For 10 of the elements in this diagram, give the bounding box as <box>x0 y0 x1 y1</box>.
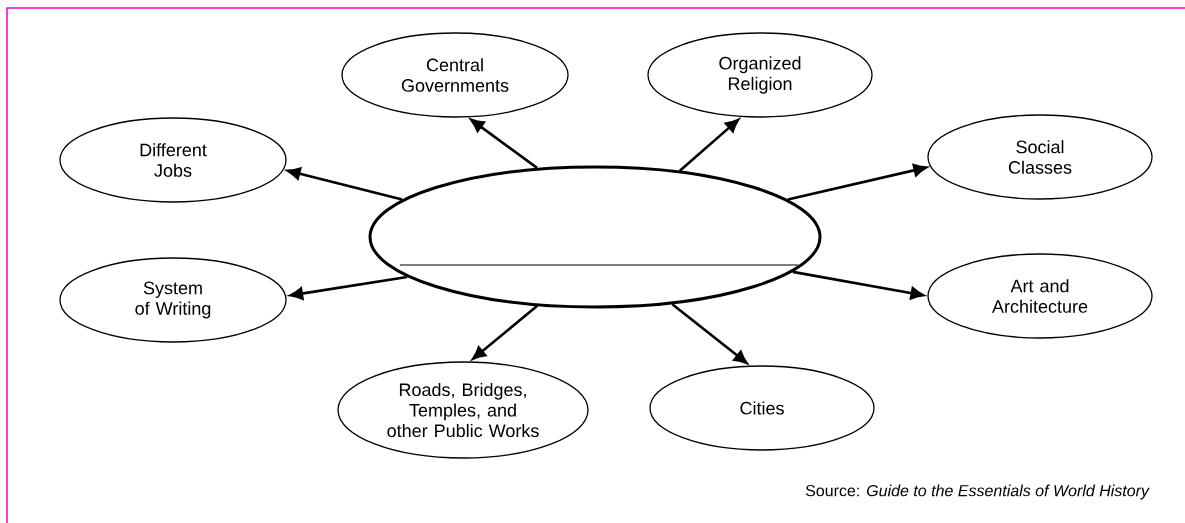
arrow <box>286 167 403 201</box>
arrow <box>671 303 748 365</box>
arrow <box>289 275 408 300</box>
arrow <box>787 163 928 201</box>
source-note: Source: Guide to the Essentials of World History <box>805 484 1150 500</box>
arrow <box>470 118 538 169</box>
arrow <box>679 118 740 172</box>
arrow <box>472 305 538 360</box>
arrow <box>792 270 925 300</box>
blank-ellipse <box>368 165 822 309</box>
